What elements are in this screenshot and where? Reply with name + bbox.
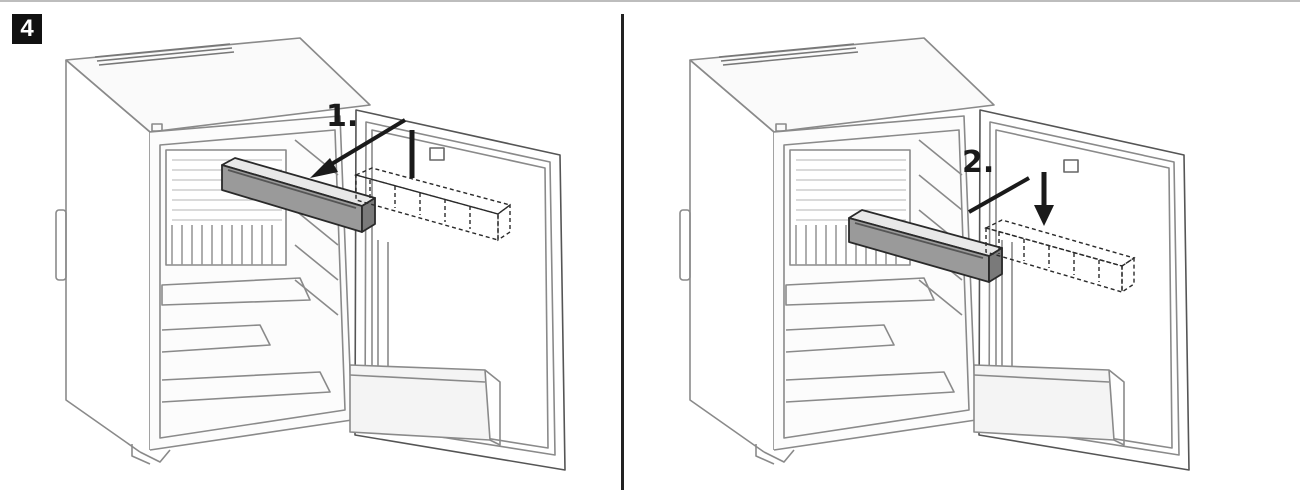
fridge-door — [349, 109, 566, 471]
top-rule — [0, 0, 1300, 2]
step-label-1: 1. — [326, 99, 358, 134]
panel-divider — [621, 14, 624, 490]
arrow-pull-out — [310, 118, 407, 178]
door-shelf-ghost — [353, 167, 512, 242]
illustration-step-1: 1. — [55, 37, 566, 471]
fridge-interior — [773, 115, 977, 451]
door-shelf-removed — [848, 209, 1003, 283]
step-label-2: 2. — [962, 145, 994, 180]
step-number-badge: 4 — [12, 14, 42, 44]
illustration-step-2: 2. — [679, 37, 1190, 471]
arrow-push-in — [968, 176, 1030, 214]
fridge-door — [973, 109, 1190, 471]
fridge-cabinet — [55, 37, 371, 465]
panel-step-1: 1. — [0, 0, 620, 495]
panel-step-2: 2. — [624, 0, 1244, 495]
door-shelf-ghost — [984, 219, 1136, 294]
door-shelf-removed — [221, 157, 376, 233]
arrow-press-down — [1034, 172, 1054, 226]
